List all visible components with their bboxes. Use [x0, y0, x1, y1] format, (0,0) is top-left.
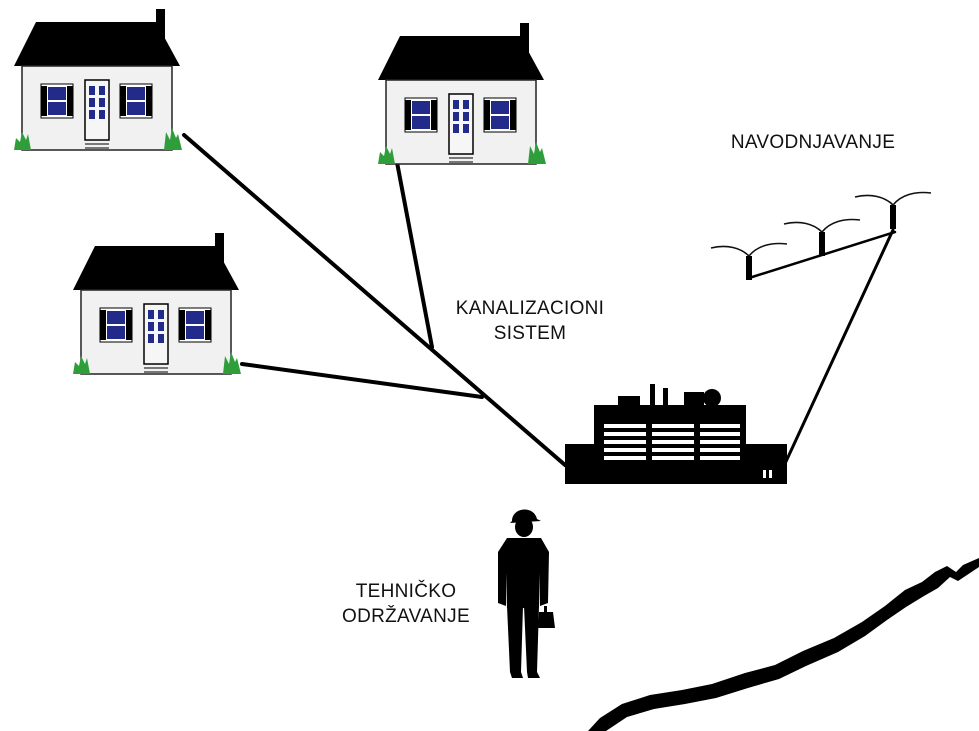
- house-icon: [13, 8, 183, 151]
- label-sewer-system: KANALIZACIONI SISTEM: [430, 296, 630, 346]
- house-icon: [377, 22, 547, 165]
- label-sewer-system-line-1: KANALIZACIONI: [455, 298, 605, 319]
- label-maintenance-line-1: TEHNIČKO: [355, 581, 457, 602]
- label-maintenance-line-2: ODRŽAVANJE: [342, 606, 470, 627]
- label-sewer-system-line-2: SISTEM: [493, 323, 567, 344]
- label-maintenance: TEHNIČKO ODRŽAVANJE: [326, 579, 486, 629]
- pipe-house-2: [394, 155, 434, 349]
- pipe-to-irrigation: [781, 228, 895, 470]
- river-bank-icon: [588, 558, 979, 731]
- sprinkler-icon: [854, 191, 932, 230]
- worker-icon: [498, 509, 555, 678]
- sprinkler-icon: [783, 218, 861, 257]
- label-irrigation-text: NAVODNJAVANJE: [730, 132, 896, 153]
- pipe-house-3: [240, 362, 484, 399]
- pipe-house-1: [182, 133, 567, 467]
- house-icon: [72, 232, 242, 375]
- treatment-plant-icon: [565, 384, 787, 484]
- label-irrigation: NAVODNJAVANJE: [703, 130, 923, 155]
- sprinkler-icon: [710, 242, 788, 281]
